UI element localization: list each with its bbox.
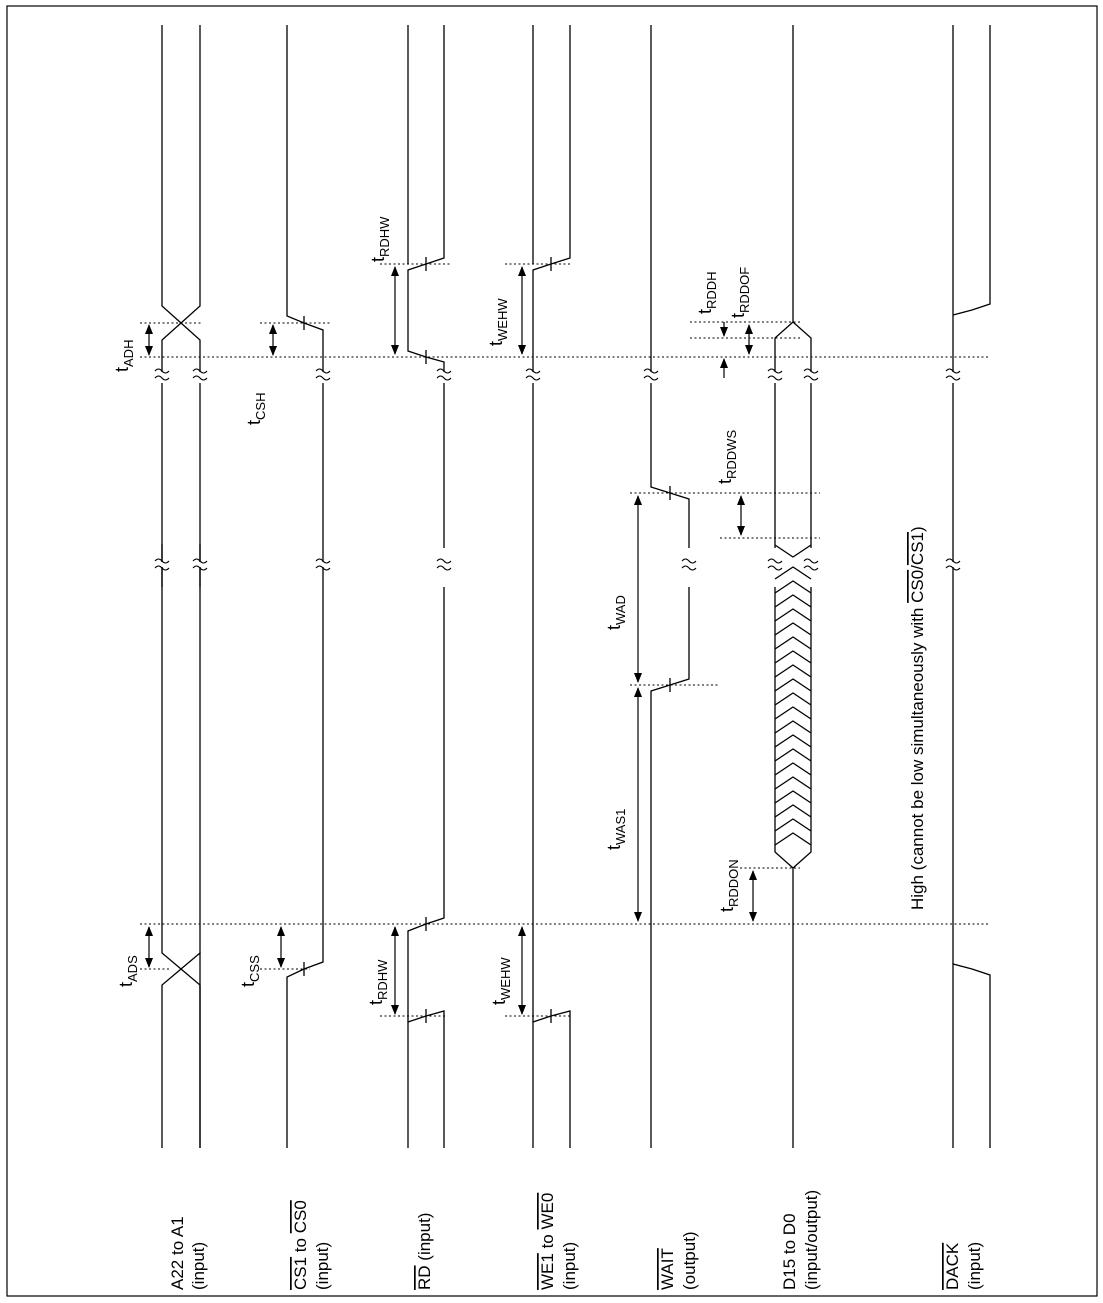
waveform-data: [774, 25, 812, 1148]
break-mark: [803, 565, 819, 571]
signal-dir-wait: (output): [680, 1231, 699, 1290]
break-mark: [315, 565, 331, 571]
break-gap: [773, 372, 777, 377]
break-gap: [649, 372, 653, 377]
break-gap: [442, 562, 446, 567]
break-mark: [154, 375, 170, 381]
break-mark: [154, 558, 170, 564]
timing-label-trddon: tRDDON: [717, 859, 741, 912]
break-gap: [160, 562, 164, 567]
break-mark: [767, 558, 783, 564]
break-mark: [315, 558, 331, 564]
break-gap: [198, 562, 202, 567]
break-mark: [315, 375, 331, 381]
signal-label-cs: CS1 to CS0: [291, 1200, 310, 1290]
reference-lines: [140, 263, 990, 1017]
break-gap: [809, 372, 813, 377]
signal-dir-we: (input): [560, 1242, 579, 1290]
timing-label-tcss: tCSS: [238, 955, 262, 987]
signal-labels: A22 to A1 (input) CS1 to CS0 (input) RD …: [168, 1190, 984, 1290]
break-mark: [192, 368, 208, 374]
waveform-dack: [952, 25, 991, 1148]
signal-label-rd: RD (input): [415, 1213, 434, 1290]
timing-label-tcsh: tCSH: [244, 393, 268, 425]
break-mark: [436, 565, 452, 571]
break-mark: [436, 375, 452, 381]
signal-label-wait: WAIT: [658, 1248, 677, 1290]
break-gap: [321, 372, 325, 377]
waveform-addr: [161, 25, 201, 1148]
break-mark: [192, 565, 208, 571]
break-mark: [643, 375, 659, 381]
break-gap: [951, 372, 955, 377]
timing-label-tadh: tADH: [112, 340, 136, 372]
break-mark: [436, 368, 452, 374]
timing-label-twehw-a: tWEHW: [489, 957, 513, 1005]
diagram-frame: [6, 5, 1098, 1297]
signal-dir-dack: (input): [965, 1242, 984, 1290]
break-mark: [525, 368, 541, 374]
timing-labels: tADS tCSS tRDHW tWEHW tWAS1 tRDDON tWAD …: [112, 216, 752, 1005]
signal-dir-data: (input/output): [802, 1190, 821, 1290]
break-mark: [681, 558, 697, 564]
timing-label-trdhw-b: tRDHW: [368, 216, 392, 262]
timing-label-tads: tADS: [116, 955, 140, 987]
break-mark: [192, 375, 208, 381]
timing-label-trddof: tRDDOF: [728, 267, 752, 318]
waveform-cs: [286, 25, 324, 1148]
break-mark: [643, 368, 659, 374]
break-gap: [773, 562, 777, 567]
signal-label-dack: DACK: [943, 1242, 962, 1290]
break-gap: [442, 372, 446, 377]
dack-note: High (cannot be low simultaneously with …: [908, 526, 927, 910]
break-mark: [767, 375, 783, 381]
break-mark: [436, 558, 452, 564]
break-gap: [951, 562, 955, 567]
break-mark: [803, 558, 819, 564]
break-mark: [315, 368, 331, 374]
timing-label-trddh: tRDDH: [695, 271, 719, 314]
break-mark: [767, 565, 783, 571]
break-gap: [809, 562, 813, 567]
timing-label-trdhw-a: tRDHW: [366, 959, 390, 1005]
break-mark: [154, 368, 170, 374]
break-mark: [192, 558, 208, 564]
timing-label-twad: tWAD: [604, 595, 628, 630]
signal-label-we: WE1 to WE0: [538, 1193, 557, 1290]
signal-label-data: D15 to D0: [780, 1213, 799, 1290]
timing-label-twas1: tWAS1: [604, 809, 628, 850]
waveform-we: [532, 25, 571, 1148]
signal-label-addr: A22 to A1: [168, 1216, 187, 1290]
timing-label-twehw-b: tWEHW: [486, 298, 510, 346]
break-mark: [803, 368, 819, 374]
timing-label-trddws: tRDDWS: [715, 430, 739, 484]
break-gap: [160, 372, 164, 377]
break-mark: [945, 368, 961, 374]
waveform-wait: [650, 25, 690, 1148]
break-mark: [803, 375, 819, 381]
signal-dir-cs: (input): [313, 1242, 332, 1290]
break-mark: [154, 565, 170, 571]
timing-arrows: [145, 266, 757, 1015]
break-mark: [945, 565, 961, 571]
break-gap: [531, 372, 535, 377]
break-gap: [687, 562, 691, 567]
break-mark: [525, 375, 541, 381]
time-break-marks: [154, 368, 961, 571]
break-mark: [945, 558, 961, 564]
edge-ticks: [303, 257, 671, 1023]
waveform-rd: [407, 25, 445, 1148]
signal-dir-addr: (input): [189, 1242, 208, 1290]
break-gap: [321, 562, 325, 567]
break-gap: [198, 372, 202, 377]
break-mark: [945, 375, 961, 381]
break-mark: [767, 368, 783, 374]
break-mark: [681, 565, 697, 571]
